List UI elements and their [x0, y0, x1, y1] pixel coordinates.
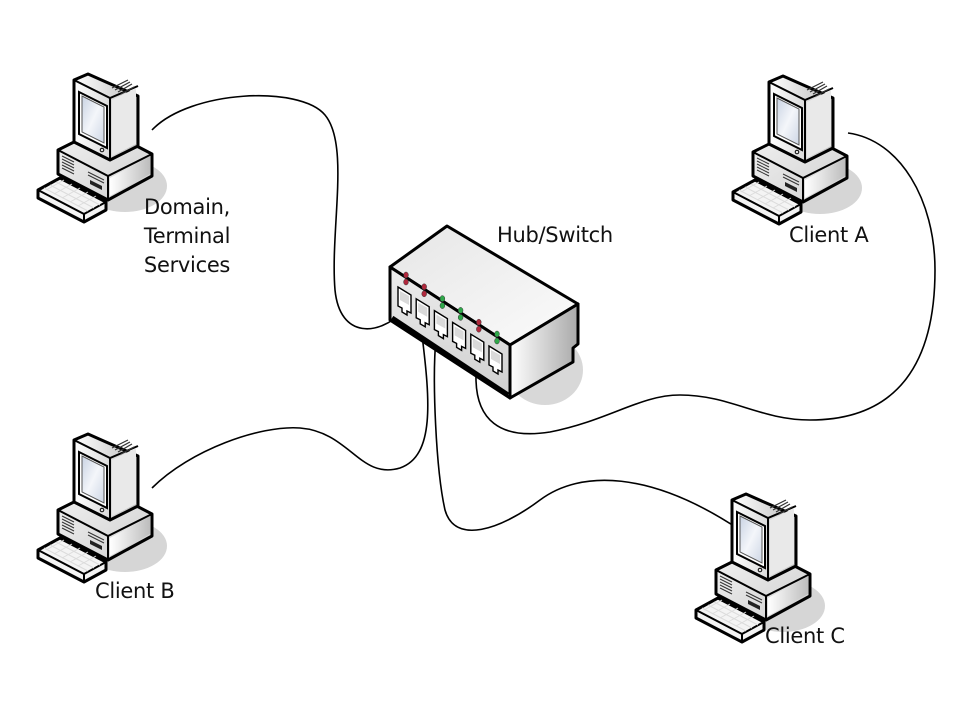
cable-client-c-to-switch: [433, 337, 741, 532]
hub-switch-icon[interactable]: [388, 224, 583, 405]
cables: [151, 95, 936, 532]
client-a-label: Client A: [789, 223, 869, 247]
server-label-line-2: Terminal: [143, 224, 231, 248]
cable-server-to-switch: [151, 95, 403, 330]
client-c-computer-icon[interactable]: [694, 492, 827, 644]
status-led-green: [457, 307, 464, 314]
rj45-jack-inner: [491, 350, 500, 364]
rj45-jack-inner: [436, 314, 446, 329]
rj45-jack-inner: [418, 302, 428, 317]
switch-port-1[interactable]: [397, 271, 412, 317]
server-label-line-3: Services: [143, 253, 231, 277]
status-led-green: [494, 337, 500, 345]
status-led-red: [403, 271, 409, 279]
switch-port-4[interactable]: [451, 307, 467, 352]
cable-client-a-to-switch: [475, 132, 936, 435]
status-led-green: [494, 330, 500, 338]
switch-port-2[interactable]: [415, 283, 430, 329]
status-led-green: [457, 314, 464, 321]
rj45-jack-inner: [400, 291, 409, 305]
switch-port-3[interactable]: [433, 295, 449, 340]
switch-port-6[interactable]: [488, 330, 503, 376]
rj45-jack-inner: [472, 338, 482, 353]
status-led-green: [439, 302, 446, 309]
switch-port-5[interactable]: [470, 318, 485, 364]
client-a-computer-icon[interactable]: [731, 74, 864, 226]
cable-client-b-to-switch: [151, 334, 429, 489]
client-c-label: Client C: [765, 624, 845, 648]
status-led-red: [476, 325, 482, 333]
status-led-green: [439, 295, 446, 302]
status-led-red: [403, 278, 409, 286]
switch-label: Hub/Switch: [497, 223, 613, 247]
status-led-red: [421, 283, 427, 291]
status-led-red: [476, 318, 482, 326]
client-b-label: Client B: [95, 579, 175, 603]
server-label: Domain, Terminal Services: [132, 193, 242, 280]
server-label-line-1: Domain,: [143, 195, 231, 219]
rj45-jack-inner: [454, 326, 464, 341]
status-led-red: [421, 290, 427, 298]
client-b-computer-icon[interactable]: [36, 432, 169, 584]
